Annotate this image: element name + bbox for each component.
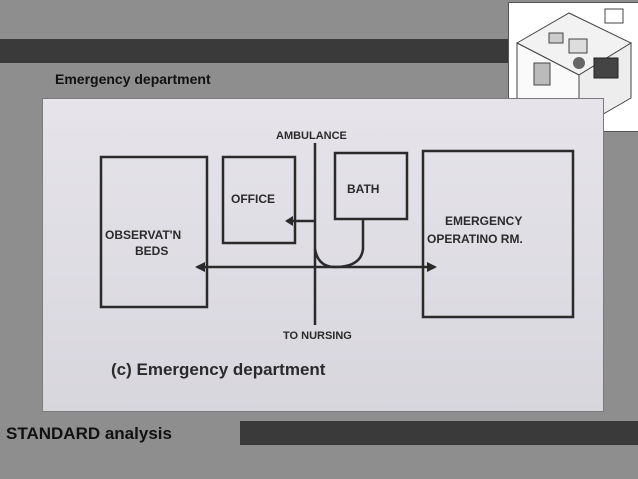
observation-label-line1: OBSERVAT'N (105, 228, 181, 242)
office-label: OFFICE (231, 192, 275, 206)
arrow-office-icon (285, 216, 293, 226)
ambulance-label: AMBULANCE (276, 130, 347, 142)
diagram-caption: (c) Emergency department (111, 360, 326, 379)
observation-beds-room (99, 155, 209, 309)
emergency-label-line1: EMERGENCY (445, 214, 522, 228)
observation-label-line2: BEDS (135, 244, 168, 258)
arrow-left-icon (195, 262, 205, 272)
arrow-right-icon (427, 262, 437, 272)
to-nursing-label: TO NURSING (283, 330, 352, 342)
bottom-banner-bar (240, 421, 638, 445)
emergency-operating-room (421, 149, 575, 319)
slide-footer: STANDARD analysis (6, 424, 172, 443)
emergency-label-line2: OPERATINO RM. (427, 232, 523, 246)
floor-plan-photo: AMBULANCE OFFICE BATH OBSERVAT'N BEDS EM… (42, 98, 604, 412)
slide-title: Emergency department (55, 71, 211, 87)
bath-connector (313, 219, 365, 269)
office-room (221, 155, 297, 245)
bath-room (333, 151, 409, 221)
bath-label: BATH (347, 182, 379, 196)
